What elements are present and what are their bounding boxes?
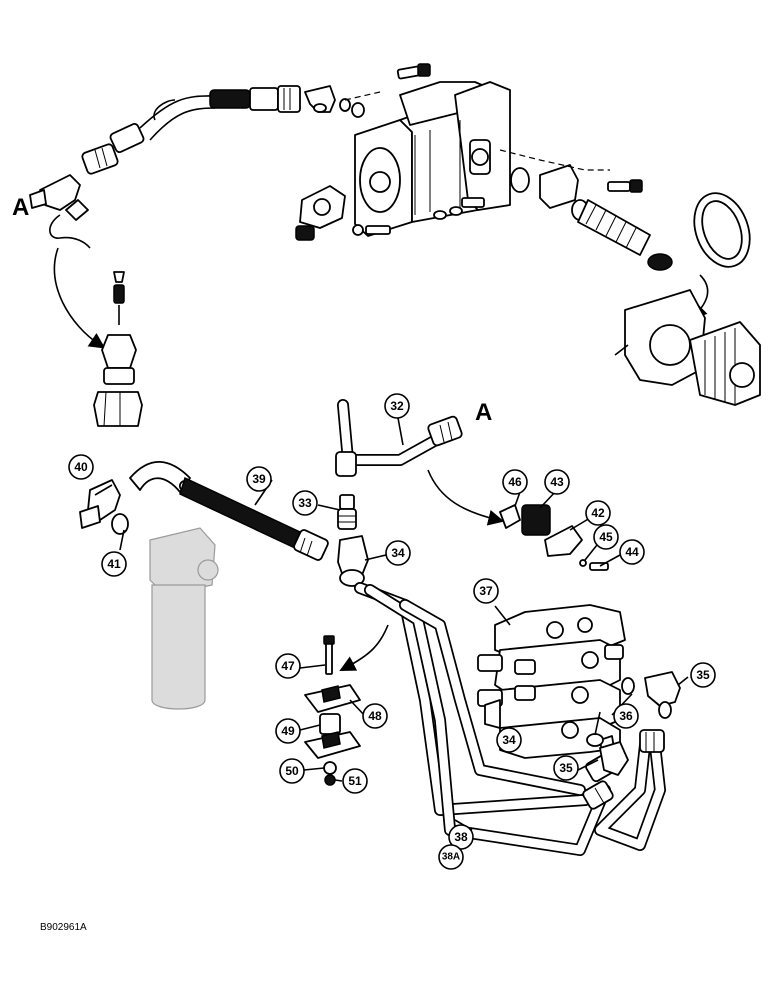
svg-text:43: 43 [550,475,564,489]
svg-text:46: 46 [508,475,522,489]
reference-letter-a-lower: A [475,399,492,426]
svg-text:36: 36 [619,709,633,723]
elbow-35-upper [621,671,681,719]
callout-34-upper: 34 [385,540,411,566]
tube-clamp-assembly [304,635,361,786]
tee-fitting [29,174,91,249]
control-valve-37 [477,604,626,759]
hydraulic-pump [354,81,511,237]
callout-36: 36 [613,703,639,729]
svg-text:34: 34 [391,546,405,560]
callout-34-lower: 34 [496,727,522,753]
callout-35-lower: 35 [553,755,579,781]
fitting-33 [337,494,357,530]
callout-40: 40 [68,454,94,480]
svg-text:49: 49 [281,724,295,738]
svg-text:38A: 38A [442,852,460,863]
callout-38a: 38A [438,844,464,870]
inlet-flange-and-hose [510,164,673,271]
svg-text:50: 50 [285,764,299,778]
svg-text:42: 42 [591,506,605,520]
elbow-34 [337,535,369,587]
tube-32 [335,399,463,477]
elbow-fitting-top [304,85,365,118]
tee-fitting-40 [79,479,129,535]
svg-text:39: 39 [252,472,266,486]
svg-text:48: 48 [368,709,382,723]
relief-valve-exploded [93,271,143,427]
svg-text:45: 45 [599,530,613,544]
filter-housing-ghost [149,527,219,710]
callout-51: 51 [342,768,368,794]
callout-43: 43 [544,469,570,495]
clamp-and-grommet [499,504,609,571]
callout-44: 44 [619,539,645,565]
callout-42: 42 [585,500,611,526]
callout-41: 41 [101,551,127,577]
callout-47: 47 [275,653,301,679]
pump-bolts-and-washers [352,63,485,236]
callout-46: 46 [502,469,528,495]
callout-50: 50 [279,758,305,784]
svg-text:41: 41 [107,557,121,571]
hose-39 [129,461,329,561]
svg-text:51: 51 [348,774,362,788]
svg-text:40: 40 [74,460,88,474]
svg-text:33: 33 [298,496,312,510]
detail-arrow-clamp-bracket [339,624,389,671]
callout-49: 49 [275,718,301,744]
svg-text:35: 35 [696,668,710,682]
callout-37: 37 [473,578,499,604]
svg-text:35: 35 [559,761,573,775]
detail-arrow-clamp [427,469,505,526]
callout-33: 33 [292,490,318,516]
reference-letter-a-upper: A [12,194,29,221]
detail-arrow-left [53,247,106,349]
callout-35-upper: 35 [690,662,716,688]
tubes-34-38 [354,582,666,856]
callout-38: 38 [448,824,474,850]
hose-end-fittings-left [81,123,145,175]
tube-nuts-lower [582,729,665,810]
assembly-leader-dashed [499,149,610,171]
svg-text:38: 38 [454,830,468,844]
upper-pressure-hose [139,85,301,141]
callout-45: 45 [593,524,619,550]
filter-element-and-housing [614,289,761,406]
filter-cover-ring [693,192,751,268]
callout-32: 32 [384,393,410,419]
svg-text:32: 32 [390,399,404,413]
callout-39: 39 [246,466,272,492]
assembly-leader-dashed-2 [344,91,381,101]
svg-text:47: 47 [281,659,295,673]
elbow-35-lower [586,733,629,776]
svg-text:44: 44 [625,545,639,559]
svg-text:34: 34 [502,733,516,747]
pump-outlet-flange [295,185,346,241]
svg-text:37: 37 [479,584,493,598]
figure-code: B902961A [40,922,87,933]
callout-48: 48 [362,703,388,729]
